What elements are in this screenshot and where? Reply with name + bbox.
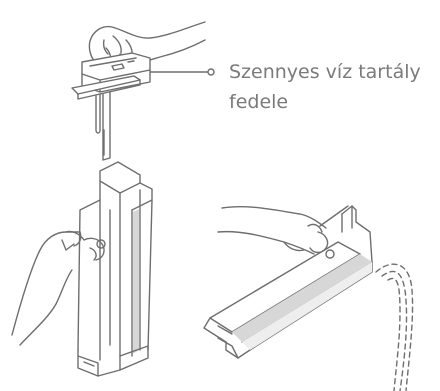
callout-label: Szennyes víz tartály fedele xyxy=(229,57,434,117)
lid-icon xyxy=(72,53,150,160)
water-stream-icon xyxy=(376,264,413,391)
callout-leader xyxy=(150,69,214,75)
pour-hand-icon xyxy=(218,207,334,258)
callout-line-2: fedele xyxy=(229,87,434,117)
tank-icon xyxy=(78,162,152,376)
callout-line-1: Szennyes víz tartály xyxy=(229,57,434,87)
pour-tank-icon xyxy=(204,206,372,358)
middle-hand-icon xyxy=(12,231,105,345)
